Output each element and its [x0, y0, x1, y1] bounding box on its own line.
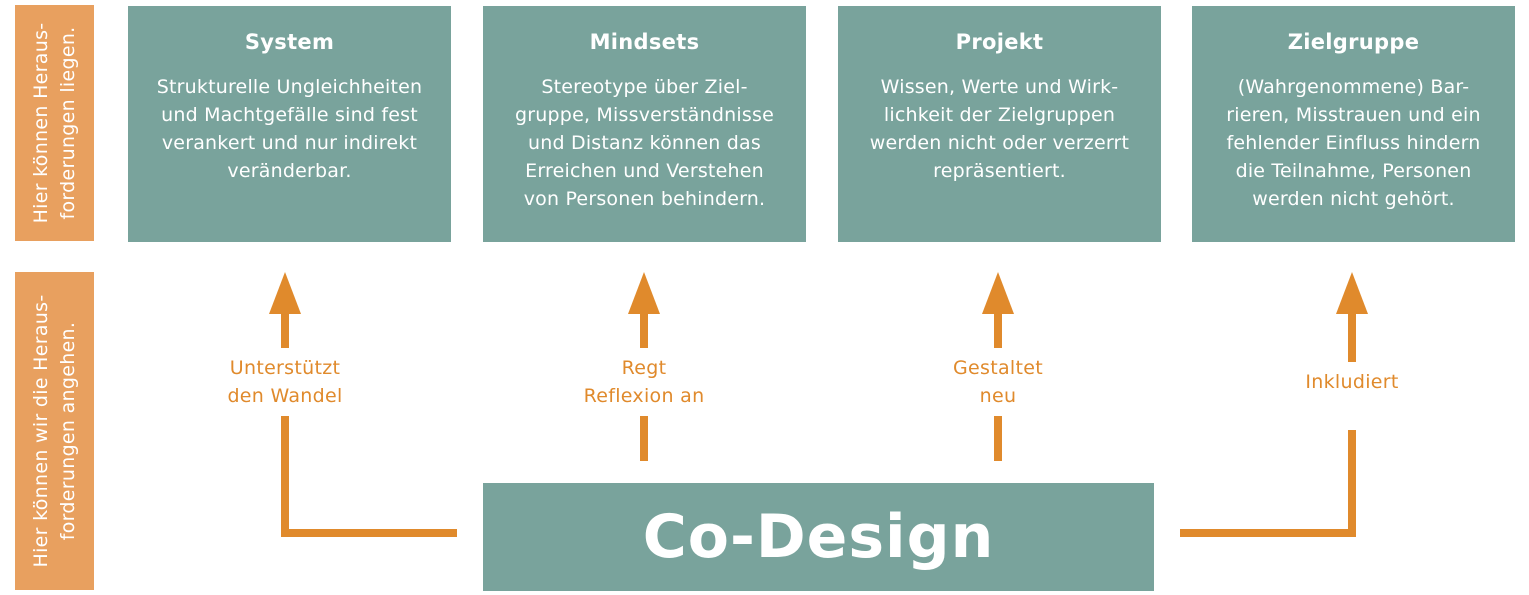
- box-mindsets: Mindsets Stereotype über Ziel- gruppe, M…: [483, 6, 806, 242]
- box-line: Erreichen und Verstehen: [525, 160, 764, 182]
- box-line: werden nicht gehört.: [1252, 188, 1455, 210]
- box-description: Strukturelle Ungleichheiten und Machtgef…: [128, 73, 451, 185]
- connector-mindsets: [640, 416, 648, 461]
- arrow-label-line: Regt: [621, 357, 667, 379]
- arrow-label-system: Unterstützt den Wandel: [185, 354, 385, 410]
- box-line: und Machtgefälle sind fest: [161, 104, 418, 126]
- box-line: Wissen, Werte und Wirk-: [880, 76, 1119, 98]
- box-description: Wissen, Werte und Wirk- lichkeit der Zie…: [838, 73, 1161, 185]
- arrow-shaft-mindsets: [640, 312, 648, 348]
- arrow-head-projekt: [982, 272, 1014, 314]
- box-title: Mindsets: [589, 30, 700, 54]
- arrow-label-line: Inkludiert: [1305, 371, 1399, 393]
- arrow-head-system: [269, 272, 301, 314]
- box-description: (Wahrgenommene) Bar- rieren, Misstrauen …: [1192, 73, 1515, 213]
- connector-system-vertical: [281, 416, 289, 537]
- box-line: verankert und nur indirekt: [161, 132, 418, 154]
- box-projekt: Projekt Wissen, Werte und Wirk- lichkeit…: [838, 6, 1161, 242]
- box-line: von Personen behindern.: [523, 188, 766, 210]
- codesign-label: Co-Design: [642, 502, 995, 572]
- arrow-label-line: den Wandel: [227, 385, 343, 407]
- box-system: System Strukturelle Ungleichheiten und M…: [128, 6, 451, 242]
- box-line: (Wahrgenommene) Bar-: [1237, 76, 1470, 98]
- connector-zielgruppe-vertical: [1348, 430, 1356, 537]
- arrow-shaft-system: [281, 312, 289, 348]
- box-line: gruppe, Missverständnisse: [515, 104, 774, 126]
- arrow-label-line: neu: [979, 385, 1017, 407]
- arrow-label-line: Reflexion an: [583, 385, 705, 407]
- connector-projekt: [994, 416, 1002, 461]
- box-line: Stereotype über Ziel-: [541, 76, 748, 98]
- arrow-head-mindsets: [628, 272, 660, 314]
- box-title: Projekt: [955, 30, 1044, 54]
- side-label-bottom: Hier können wir die Heraus- forderungen …: [15, 272, 94, 590]
- box-description: Stereotype über Ziel- gruppe, Missverstä…: [483, 73, 806, 213]
- box-line: rieren, Misstrauen und ein: [1226, 104, 1481, 126]
- box-title: System: [244, 30, 335, 54]
- box-line: werden nicht oder verzerrt: [869, 132, 1130, 154]
- box-zielgruppe: Zielgruppe (Wahrgenommene) Bar- rieren, …: [1192, 6, 1515, 242]
- arrow-shaft-projekt: [994, 312, 1002, 348]
- box-line: fehlender Einfluss hindern: [1226, 132, 1481, 154]
- box-line: repräsentiert.: [933, 160, 1066, 182]
- side-label-top: Hier können Heraus- forderungen liegen.: [15, 5, 94, 241]
- arrow-label-line: Gestaltet: [953, 357, 1043, 379]
- codesign-box: Co-Design: [483, 483, 1154, 591]
- connector-system-horizontal: [281, 529, 457, 537]
- box-line: und Distanz können das: [528, 132, 761, 154]
- arrow-head-zielgruppe: [1336, 272, 1368, 314]
- box-line: veränderbar.: [227, 160, 352, 182]
- connector-zielgruppe-horizontal: [1180, 529, 1356, 537]
- box-line: die Teilnahme, Personen: [1235, 160, 1472, 182]
- arrow-label-line: Unterstützt: [229, 357, 341, 379]
- box-line: Strukturelle Ungleichheiten: [156, 76, 423, 98]
- arrow-shaft-zielgruppe: [1348, 312, 1356, 362]
- arrow-label-mindsets: Regt Reflexion an: [544, 354, 744, 410]
- arrow-label-zielgruppe: Inkludiert: [1252, 368, 1452, 396]
- arrow-label-projekt: Gestaltet neu: [898, 354, 1098, 410]
- box-line: lichkeit der Zielgruppen: [883, 104, 1116, 126]
- box-title: Zielgruppe: [1287, 30, 1420, 54]
